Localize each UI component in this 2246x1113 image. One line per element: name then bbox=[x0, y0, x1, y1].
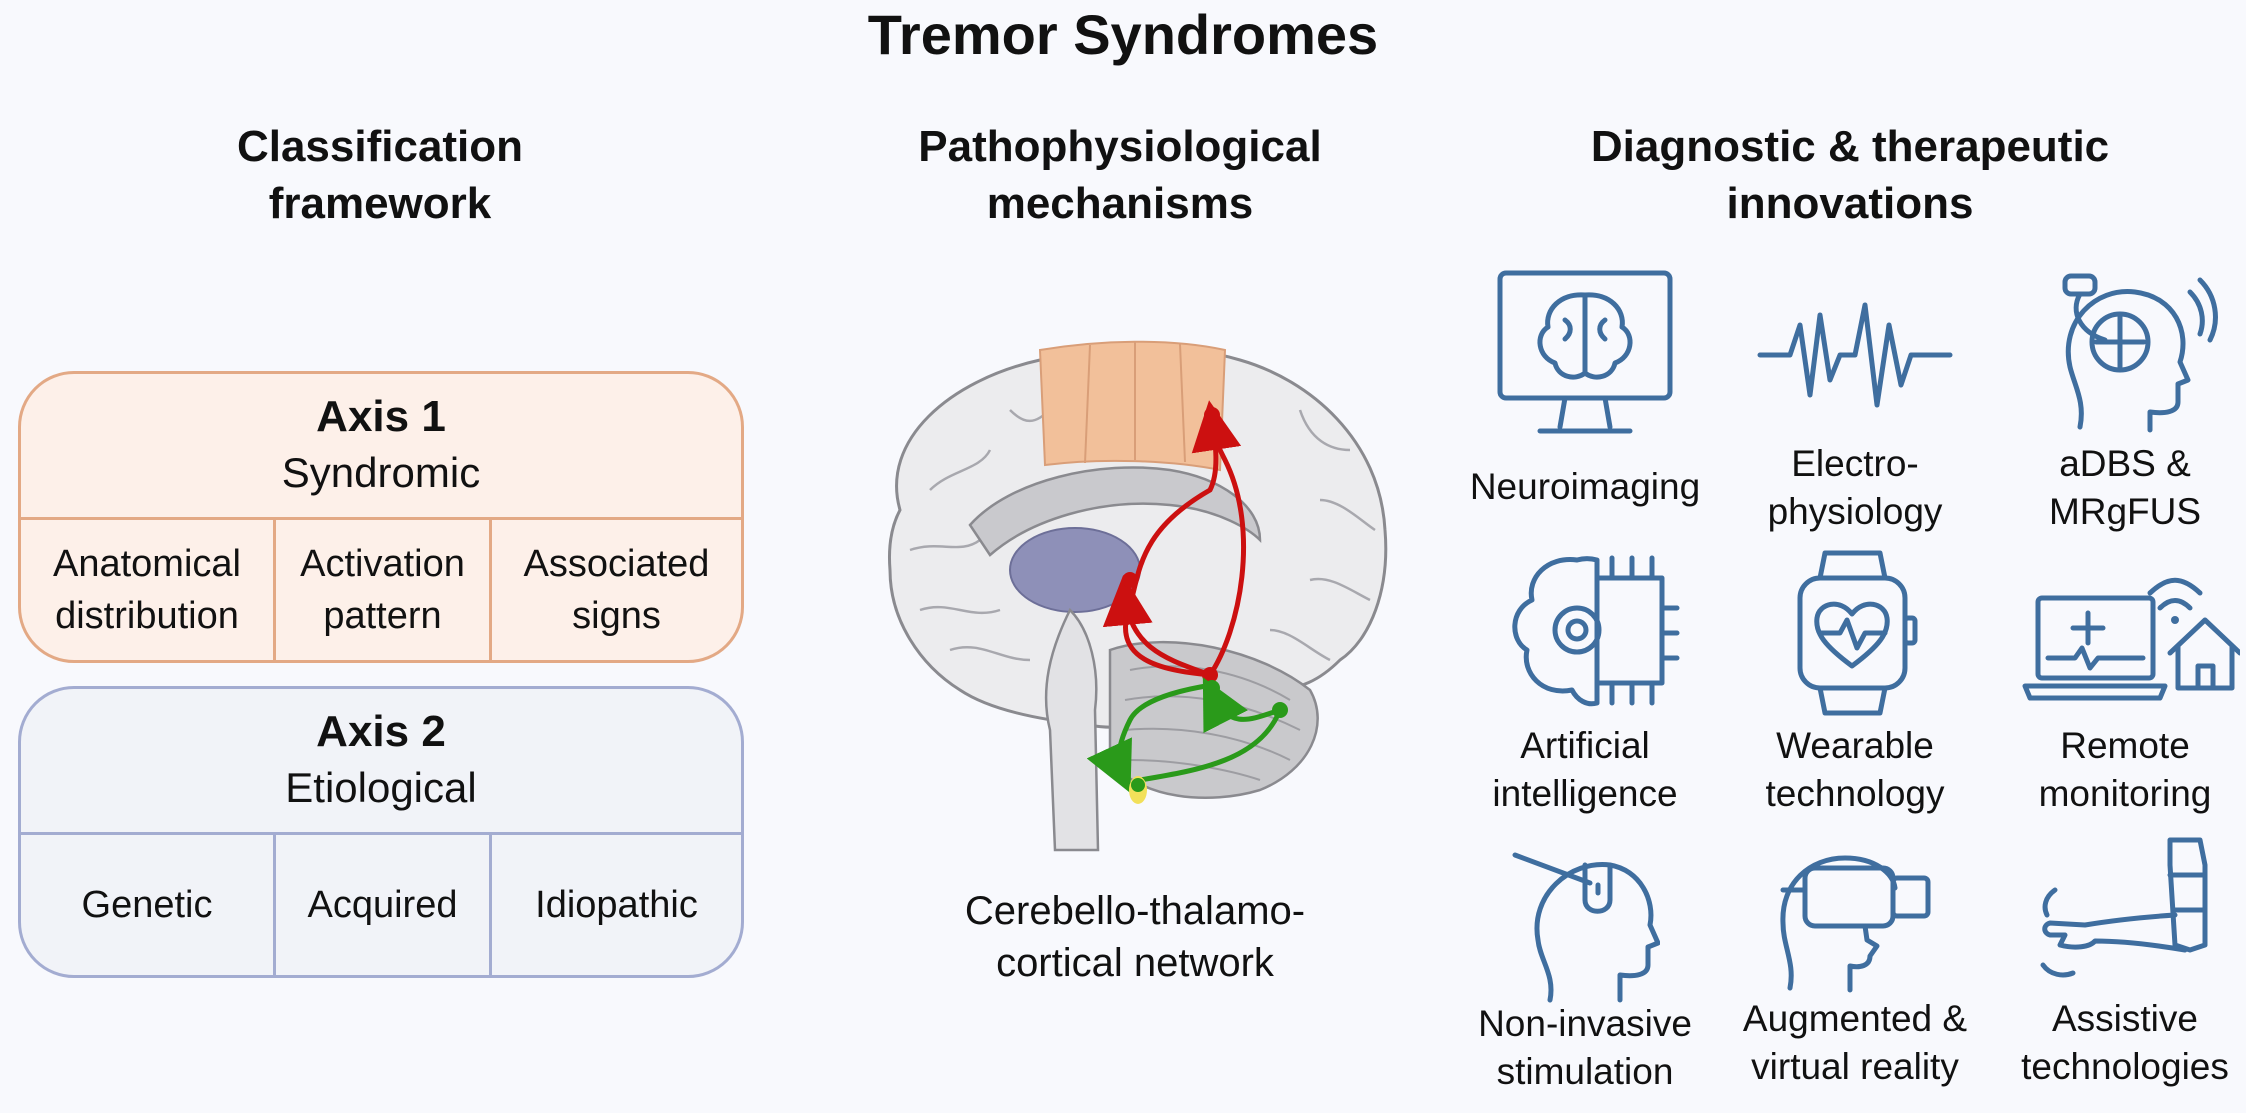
axis2-cells: Genetic Acquired Idiopathic bbox=[21, 832, 741, 975]
head-coil-icon bbox=[1512, 852, 1660, 1003]
classification-header-line1: Classification bbox=[236, 122, 524, 171]
label-wearable-technology: Wearable technology bbox=[1715, 722, 1995, 818]
brainstem bbox=[1044, 607, 1100, 852]
cell-line1: Associated bbox=[523, 543, 710, 585]
motor-cortex bbox=[1038, 340, 1227, 472]
label-line1: Artificial bbox=[1520, 725, 1650, 766]
label-neuroimaging: Neuroimaging bbox=[1445, 463, 1725, 511]
axis2-cell-idiopathic: Idiopathic bbox=[535, 884, 698, 926]
brain-caption: Cerebello-thalamo- cortical network bbox=[880, 885, 1390, 989]
label-augmented-virtual-reality: Augmented & virtual reality bbox=[1715, 995, 1995, 1091]
label-line1: Augmented & bbox=[1742, 998, 1968, 1039]
label-remote-monitoring: Remote monitoring bbox=[1985, 722, 2246, 818]
axis1-name: Syndromic bbox=[281, 449, 481, 496]
axis1-box: Axis 1 Syndromic Anatomical distribution … bbox=[18, 371, 744, 663]
gyri-lines bbox=[909, 399, 1376, 662]
green-pathways bbox=[1086, 677, 1283, 794]
axis1-cell-activation-pattern: Activation pattern bbox=[276, 520, 492, 660]
red-node-cortex bbox=[1204, 407, 1220, 423]
axis1-cells: Anatomical distribution Activation pattern… bbox=[21, 517, 741, 660]
cell-line1: Activation bbox=[300, 543, 465, 585]
head-implant-icon bbox=[2062, 273, 2218, 433]
axis1-cell-associated-signs: Associated signs bbox=[492, 520, 741, 660]
mechanisms-header-line2: mechanisms bbox=[986, 179, 1254, 228]
green-node-a bbox=[1204, 680, 1220, 696]
label-line2: virtual reality bbox=[1751, 1046, 1959, 1087]
innovations-header-line2: innovations bbox=[1726, 179, 1974, 228]
classification-header-line2: framework bbox=[268, 179, 492, 228]
laptop-home-icon bbox=[2022, 577, 2240, 701]
brain-caption-line2: cortical network bbox=[996, 941, 1274, 985]
cell-line2: pattern bbox=[323, 595, 442, 637]
label-line2: monitoring bbox=[2038, 773, 2212, 814]
mechanisms-header: Pathophysiological mechanisms bbox=[860, 118, 1380, 232]
axis2-name: Etiological bbox=[285, 764, 477, 811]
label-line1: aDBS & bbox=[2059, 443, 2191, 484]
page-title: Tremor Syndromes bbox=[867, 3, 1379, 66]
corpus-callosum bbox=[968, 466, 1262, 557]
red-pathways bbox=[1102, 400, 1247, 678]
axis1-number: Axis 1 bbox=[316, 392, 446, 441]
label-line2: stimulation bbox=[1496, 1051, 1674, 1092]
label-electrophysiology: Electro- physiology bbox=[1715, 440, 1995, 536]
waveform-icon bbox=[1757, 302, 1953, 408]
innovations-header-line1: Diagnostic & therapeutic bbox=[1590, 122, 2110, 171]
label-line2: physiology bbox=[1767, 491, 1943, 532]
label-line1: Non-invasive bbox=[1478, 1003, 1692, 1044]
green-node-c bbox=[1131, 778, 1145, 792]
brain-illustration bbox=[888, 340, 1388, 852]
axis2-cell-genetic: Genetic bbox=[21, 835, 276, 975]
axis2-cell-acquired: Acquired bbox=[276, 835, 492, 975]
label-non-invasive-stimulation: Non-invasive stimulation bbox=[1445, 1000, 1725, 1096]
axis1-header: Axis 1 Syndromic bbox=[21, 374, 741, 517]
arm-brace-icon bbox=[2040, 837, 2208, 978]
mechanisms-header-line1: Pathophysiological bbox=[918, 122, 1322, 171]
red-node-thalamus bbox=[1122, 572, 1138, 588]
label-adbs-mrgfus: aDBS & MRgFUS bbox=[1985, 440, 2246, 536]
monitor-brain-icon bbox=[1497, 270, 1673, 434]
label-assistive-technologies: Assistive technologies bbox=[1985, 995, 2246, 1091]
axis2-header: Axis 2 Etiological bbox=[21, 689, 741, 832]
label-line2: technologies bbox=[2021, 1046, 2229, 1087]
thalamus bbox=[1009, 527, 1141, 613]
cell-line2: distribution bbox=[55, 595, 239, 637]
label-line1: Wearable bbox=[1776, 725, 1934, 766]
green-node-b bbox=[1272, 702, 1288, 718]
smartwatch-icon bbox=[1797, 550, 1918, 716]
label-line1: Electro- bbox=[1791, 443, 1919, 484]
label-line2: MRgFUS bbox=[2048, 491, 2202, 532]
classification-header: Classification framework bbox=[150, 118, 610, 232]
brain-caption-line1: Cerebello-thalamo- bbox=[964, 889, 1306, 933]
vr-headset-icon bbox=[1780, 855, 1931, 993]
label-artificial-intelligence: Artificial intelligence bbox=[1445, 722, 1725, 818]
innovations-header: Diagnostic & therapeutic innovations bbox=[1540, 118, 2160, 232]
cell-line2: signs bbox=[572, 595, 661, 637]
cell-line1: Anatomical bbox=[53, 543, 241, 585]
axis2-box: Axis 2 Etiological Genetic Acquired Idio… bbox=[18, 686, 744, 978]
label-line2: technology bbox=[1765, 773, 1945, 814]
axis2-number: Axis 2 bbox=[316, 707, 446, 756]
brain-chip-icon bbox=[1512, 555, 1680, 707]
label-line1: Assistive bbox=[2052, 998, 2198, 1039]
label-line1: Neuroimaging bbox=[1469, 466, 1701, 507]
label-line1: Remote bbox=[2060, 725, 2190, 766]
label-line2: intelligence bbox=[1492, 773, 1678, 814]
axis1-cell-anatomical-distribution: Anatomical distribution bbox=[21, 520, 276, 660]
